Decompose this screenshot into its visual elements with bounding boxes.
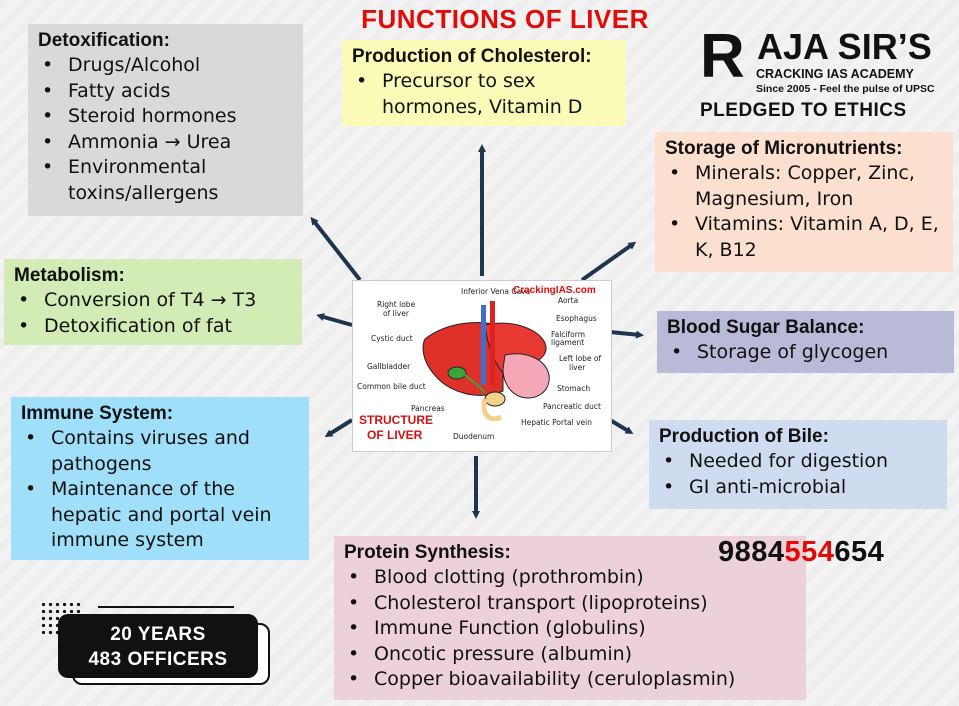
label-duodenum: Duodenum (453, 432, 494, 441)
label-left-lobe-2: liver (569, 363, 586, 372)
list-item: Environmental toxins/allergens (42, 155, 293, 206)
list-item: Ammonia → Urea (42, 130, 293, 156)
badge-line: 483 OFFICERS (88, 649, 228, 670)
label-pancreas: Pancreas (411, 404, 445, 413)
caption-line-2: OF LIVER (367, 428, 423, 442)
phone-part: 9884 (718, 536, 785, 568)
protein-synthesis-list: Blood clotting (prothrombin) Cholesterol… (344, 565, 796, 693)
metabolism-box: Metabolism: Conversion of T4 → T3 Detoxi… (4, 259, 302, 345)
label-right-lobe-1: Right lobe (377, 300, 416, 309)
label-stomach: Stomach (557, 384, 590, 393)
bile-box: Production of Bile: Needed for digestion… (649, 420, 947, 509)
label-aorta: Aorta (558, 296, 578, 305)
label-right-lobe-2: of liver (383, 309, 410, 318)
phone-part-highlight: 554 (784, 536, 835, 568)
duodenum-shape (481, 398, 503, 422)
vena-cava-shape (481, 305, 486, 385)
arrow-to-detox (310, 216, 362, 282)
immune-system-box: Immune System: Contains viruses and path… (11, 397, 309, 560)
logo-letter: R (700, 22, 745, 91)
label-falciform-2: ligament (551, 338, 584, 347)
arrow-to-micronutrients (580, 241, 637, 282)
list-item: Needed for digestion (663, 449, 937, 475)
label-pancreatic-duct: Pancreatic duct (543, 402, 601, 411)
badge-line: 20 YEARS (110, 624, 206, 645)
label-falciform-1: Falciform (551, 330, 585, 339)
aorta-shape (490, 301, 495, 385)
immune-system-list: Contains viruses and pathogens Maintenan… (21, 426, 299, 554)
logo-tagline: Since 2005 - Feel the pulse of UPSC (756, 83, 935, 95)
list-item: Immune Function (globulins) (348, 616, 796, 642)
arrow-to-blood-sugar (609, 330, 644, 339)
achievement-badge: 20 YEARS 483 OFFICERS (58, 614, 258, 678)
bile-list: Needed for digestion GI anti-microbial (659, 449, 937, 500)
arrow-to-metabolism (316, 313, 353, 327)
metabolism-list: Conversion of T4 → T3 Detoxification of … (14, 288, 292, 339)
label-cystic: Cystic duct (371, 334, 413, 343)
liver-diagram: Inferior Vena Cava CrackingIAS.com Right… (357, 285, 602, 442)
label-ivc: Inferior Vena Cava (461, 287, 530, 296)
micronutrients-list: Minerals: Copper, Zinc, Magnesium, Iron … (665, 161, 943, 263)
bile-heading: Production of Bile: (659, 426, 829, 447)
micronutrients-box: Storage of Micronutrients: Minerals: Cop… (655, 132, 953, 272)
micronutrients-heading: Storage of Micronutrients: (665, 138, 903, 159)
list-item: Drugs/Alcohol (42, 53, 293, 79)
list-item: Conversion of T4 → T3 (18, 288, 292, 314)
bile-duct-shape (462, 372, 486, 394)
label-left-lobe-1: Left lobe of (559, 354, 602, 363)
list-item: Oncotic pressure (albumin) (348, 642, 796, 668)
protein-synthesis-heading: Protein Synthesis: (344, 542, 511, 563)
list-item: Copper bioavailability (ceruloplasmin) (348, 667, 796, 693)
cholesterol-list: Precursor to sex hormones, Vitamin D (352, 69, 616, 120)
detoxification-box: Detoxification: Drugs/Alcohol Fatty acid… (28, 24, 303, 216)
list-item: Vitamins: Vitamin A, D, E, K, B12 (669, 212, 943, 263)
arrow-to-bile (608, 418, 634, 435)
phone-part: 654 (834, 536, 885, 568)
list-item: Detoxification of fat (18, 314, 292, 340)
list-item: Fatty acids (42, 79, 293, 105)
pancreas-shape (484, 391, 506, 407)
liver-structure-illustration: Inferior Vena Cava CrackingIAS.com Right… (352, 280, 612, 452)
list-item: Storage of glycogen (671, 340, 944, 366)
list-item: Maintenance of the hepatic and portal ve… (25, 477, 299, 554)
list-item: Blood clotting (prothrombin) (348, 565, 796, 591)
detoxification-heading: Detoxification: (38, 30, 170, 51)
label-gallbladder: Gallbladder (367, 362, 411, 371)
label-esophagus: Esophagus (556, 314, 597, 323)
protein-synthesis-box: Protein Synthesis: Blood clotting (proth… (334, 536, 806, 700)
list-item: Minerals: Copper, Zinc, Magnesium, Iron (669, 161, 943, 212)
divider-line (98, 606, 234, 608)
cholesterol-box: Production of Cholesterol: Precursor to … (342, 40, 626, 126)
blood-sugar-list: Storage of glycogen (667, 340, 944, 366)
list-item: Precursor to sex hormones, Vitamin D (356, 69, 616, 120)
site-label: CrackingIAS.com (513, 285, 596, 296)
detoxification-list: Drugs/Alcohol Fatty acids Steroid hormon… (38, 53, 293, 206)
list-item: Steroid hormones (42, 104, 293, 130)
caption-line-1: STRUCTURE (359, 413, 433, 427)
page-title: FUNCTIONS OF LIVER (361, 4, 649, 34)
arrow-to-immune (324, 418, 354, 438)
list-item: Cholesterol transport (lipoproteins) (348, 591, 796, 617)
phone-number: 9884554654 (718, 536, 884, 569)
logo-pledge: PLEDGED TO ETHICS (700, 100, 907, 121)
gallbladder-shape (447, 366, 467, 380)
logo-name: AJA SIR’S (757, 26, 932, 67)
label-common-bile: Common bile duct (357, 382, 426, 391)
list-item: GI anti-microbial (663, 475, 937, 501)
metabolism-heading: Metabolism: (14, 265, 125, 286)
list-item: Contains viruses and pathogens (25, 426, 299, 477)
immune-system-heading: Immune System: (21, 403, 174, 424)
logo-subtitle: CRACKING IAS ACADEMY (756, 67, 914, 81)
blood-sugar-heading: Blood Sugar Balance: (667, 317, 865, 338)
label-hepatic-portal: Hepatic Portal vein (521, 418, 592, 427)
blood-sugar-box: Blood Sugar Balance: Storage of glycogen (657, 311, 954, 373)
stomach-shape (502, 353, 550, 399)
cholesterol-heading: Production of Cholesterol: (352, 46, 592, 67)
